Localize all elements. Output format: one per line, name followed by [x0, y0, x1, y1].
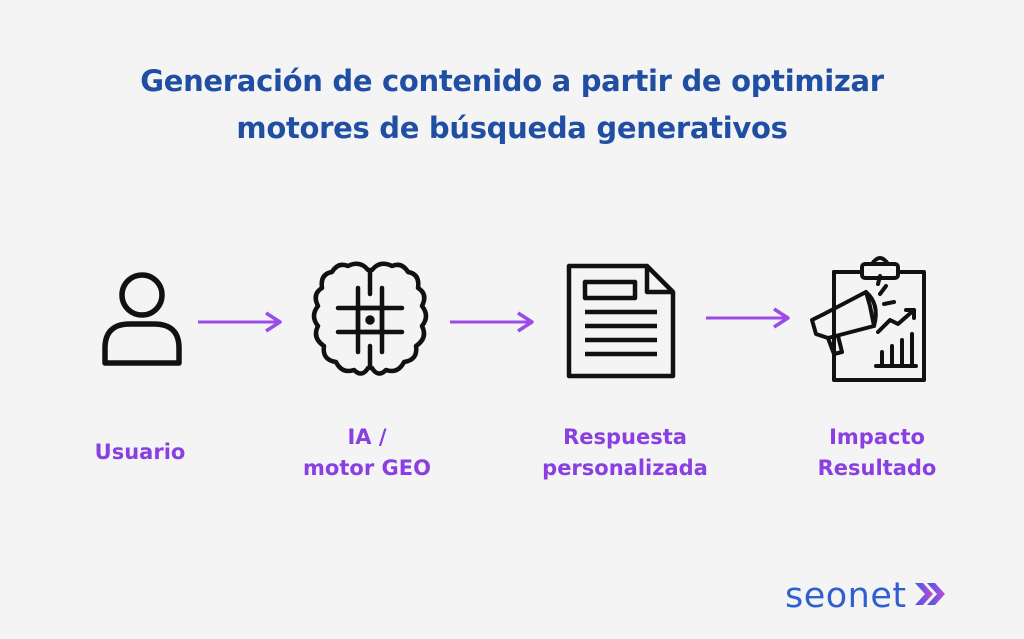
label-line: Resultado [817, 456, 937, 480]
label-line: personalizada [542, 456, 708, 480]
double-chevron-icon [913, 580, 947, 613]
title-line-1: Generación de contenido a partir de opti… [140, 64, 884, 98]
logo-text: seonet [785, 576, 907, 616]
flow-arrow-3 [704, 306, 794, 335]
seonet-logo: seonet [785, 573, 947, 619]
step-label-respuesta: Respuesta personalizada [515, 422, 735, 484]
label-line: Impacto [829, 425, 925, 449]
label-line: Usuario [94, 440, 186, 464]
step-label-usuario: Usuario [30, 437, 250, 468]
label-line: motor GEO [303, 456, 431, 480]
step-label-impacto: Impacto Resultado [767, 422, 987, 484]
user-icon [100, 268, 184, 373]
brain-chip-icon [308, 258, 432, 387]
diagram-title: Generación de contenido a partir de opti… [40, 58, 984, 152]
title-line-2: motores de búsqueda generativos [236, 111, 788, 145]
flow-arrow-2 [448, 310, 538, 339]
megaphone-chart-icon [806, 254, 930, 391]
label-line: IA / [347, 425, 387, 449]
label-line: Respuesta [563, 425, 687, 449]
step-label-ia: IA / motor GEO [257, 422, 477, 484]
flow-arrow-1 [196, 310, 286, 339]
document-icon [565, 262, 677, 385]
